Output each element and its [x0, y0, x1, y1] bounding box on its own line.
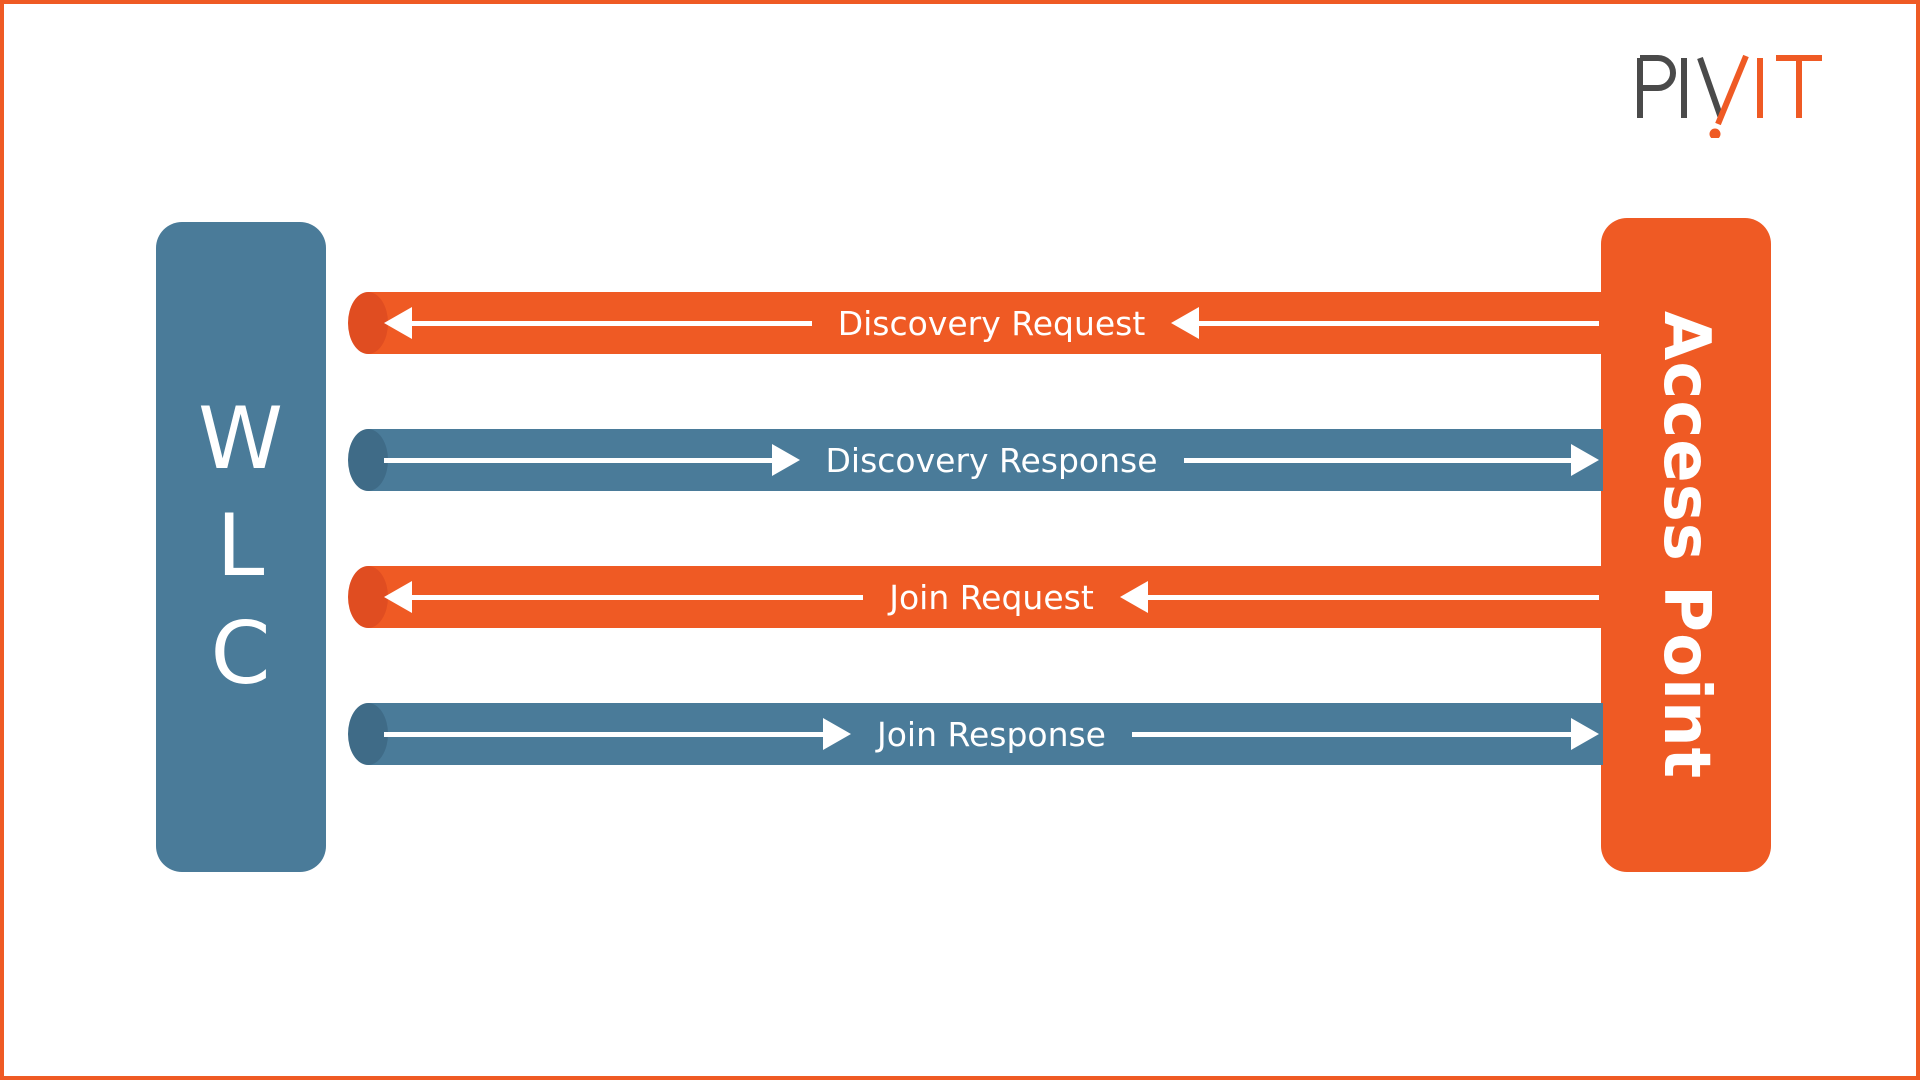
message-label: Join Response	[877, 714, 1106, 754]
message-bar-cap	[348, 566, 388, 628]
arrow-head-left-icon	[1119, 581, 1148, 613]
wlc-letter-w: W	[197, 388, 285, 489]
arrow-left-outer	[1171, 307, 1600, 339]
arrow-head-left-icon	[1171, 307, 1200, 339]
endpoint-access-point[interactable]: Access Point	[1601, 218, 1771, 872]
arrow-shaft	[410, 594, 864, 600]
message-bar-row: Discovery Request	[348, 292, 1603, 354]
endpoint-wlc[interactable]: W L C	[156, 222, 326, 872]
arrow-left-outer	[1119, 581, 1600, 613]
arrow-shaft	[1197, 320, 1600, 326]
pivit-logo	[1636, 52, 1826, 140]
arrow-shaft	[1145, 594, 1600, 600]
message-bar-cap	[348, 703, 388, 765]
arrow-right-outer	[1132, 718, 1599, 750]
message-bar-cap	[348, 292, 388, 354]
message-label: Discovery Response	[825, 440, 1158, 480]
arrow-head-left-icon	[384, 581, 412, 613]
message-bar-cap	[348, 429, 388, 491]
arrow-head-right-icon	[1571, 718, 1599, 750]
message-bar-row: Discovery Response	[348, 429, 1603, 491]
arrow-left-inner	[384, 581, 864, 613]
arrow-shaft	[384, 457, 774, 463]
arrow-shaft	[384, 731, 825, 737]
arrow-head-right-icon	[1571, 444, 1600, 476]
message-bar-join-request[interactable]: Join Request	[348, 566, 1603, 628]
message-bar-discovery-request[interactable]: Discovery Request	[348, 292, 1603, 354]
message-bar-join-response[interactable]: Join Response	[348, 703, 1603, 765]
arrow-right-outer	[1183, 444, 1600, 476]
arrow-right-inner	[384, 444, 800, 476]
arrow-head-right-icon	[771, 444, 800, 476]
arrow-shaft	[1183, 457, 1574, 463]
wlc-letter-l: L	[216, 496, 266, 597]
message-bar-row: Join Response	[348, 703, 1603, 765]
endpoint-wlc-label: W L C	[198, 386, 284, 709]
arrow-right-inner	[384, 718, 851, 750]
pivit-logo-svg	[1637, 54, 1822, 140]
message-label: Join Request	[889, 577, 1094, 617]
arrow-head-left-icon	[384, 307, 412, 339]
message-label: Discovery Request	[837, 303, 1146, 343]
arrow-shaft	[410, 320, 812, 326]
arrow-head-right-icon	[823, 718, 851, 750]
arrow-shaft	[1132, 731, 1573, 737]
arrow-left-inner	[384, 307, 812, 339]
message-bar-row: Join Request	[348, 566, 1603, 628]
endpoint-access-point-label: Access Point	[1649, 310, 1723, 780]
message-bar-discovery-response[interactable]: Discovery Response	[348, 429, 1603, 491]
wlc-letter-c: C	[210, 603, 272, 704]
